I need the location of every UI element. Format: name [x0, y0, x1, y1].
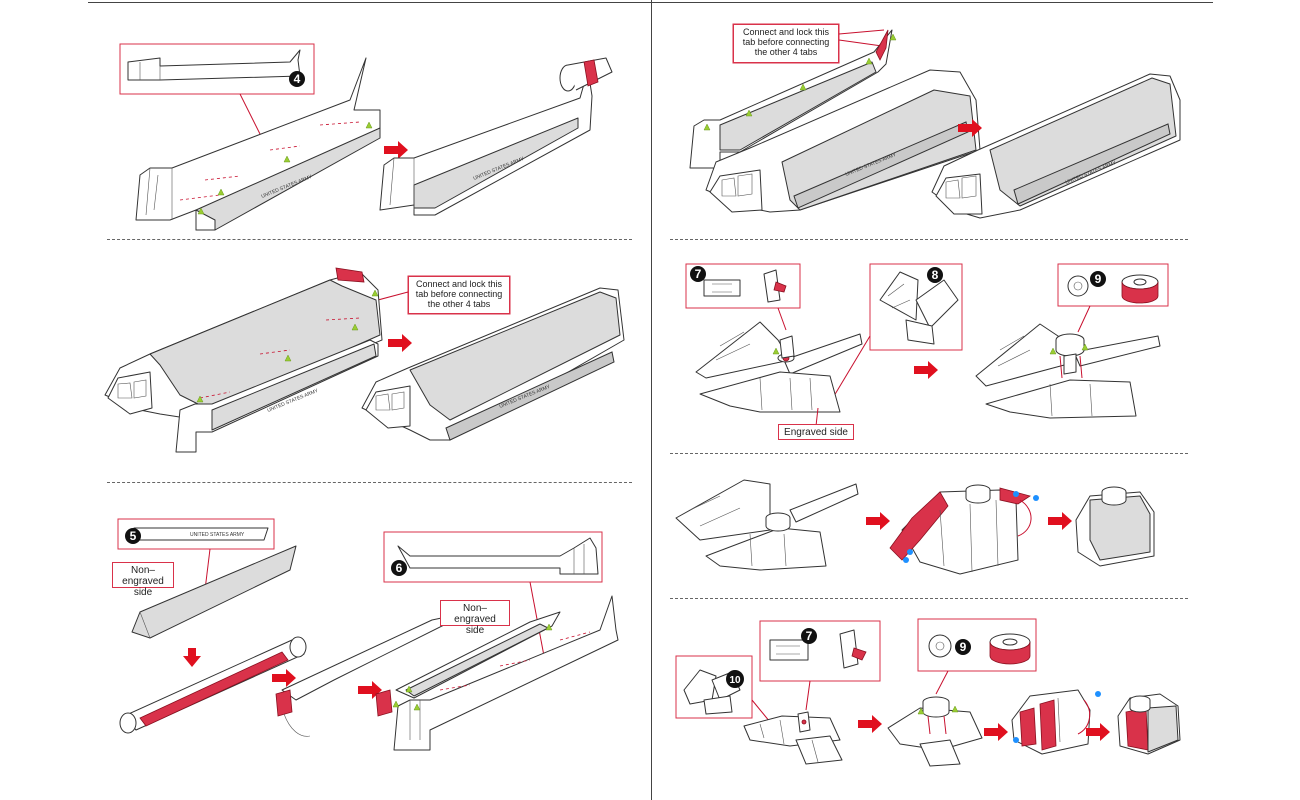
step-fold-rotor-flat: [675, 479, 859, 571]
badge-7-second: 7: [801, 628, 817, 644]
step-4c-fuselage-open: UNITED STATES ARMY: [689, 29, 981, 213]
badge-6: 6: [391, 560, 407, 576]
step-divider-right-1: [670, 239, 1188, 240]
step-10-box-folding: [1011, 689, 1101, 755]
callout-non-engraved-2: Non–engraved side: [440, 600, 510, 636]
badge-7-first: 7: [690, 266, 706, 282]
badge-4: 4: [289, 71, 305, 87]
svg-text:7: 7: [695, 267, 702, 281]
step-fold-rotor-bending: [889, 484, 1039, 575]
step-6-assembly: [375, 595, 619, 751]
callout-connect-lock-right: Connect and lock this tab before connect…: [733, 24, 839, 63]
svg-text:10: 10: [729, 675, 741, 686]
step-divider-right-2: [670, 453, 1188, 454]
step-10-base-with-hub: [887, 696, 983, 767]
badge-5: 5: [125, 528, 141, 544]
svg-text:6: 6: [396, 561, 403, 575]
badge-9-second: 9: [955, 639, 971, 655]
badge-8: 8: [927, 267, 943, 283]
badge-9-first: 9: [1090, 271, 1106, 287]
step-4-arrow: [384, 141, 408, 159]
callout-engraved-side: Engraved side: [778, 424, 854, 440]
step-divider-left-2: [107, 482, 632, 483]
step-5-curved-piece: [275, 611, 471, 737]
step-8-arrow: [914, 361, 938, 379]
svg-text:UNITED STATES ARMY: UNITED STATES ARMY: [190, 532, 245, 538]
step-4b-fuselage-closed: UNITED STATES ARMY: [361, 287, 625, 441]
step-4c-arrow: [958, 119, 982, 137]
step-10-callout: [675, 655, 771, 723]
step-7-rotor-assembly: [695, 321, 863, 413]
step-4-fuselage-closed: UNITED STATES ARMY: [379, 57, 613, 216]
step-6-callout: [383, 531, 603, 657]
callout-non-engraved-1: Non–engraved side: [112, 562, 174, 598]
svg-text:9: 9: [960, 640, 967, 654]
step-10-arrow-2: [984, 723, 1008, 741]
step-7b-callout: [759, 620, 881, 711]
step-4b-arrow: [388, 334, 412, 352]
step-10-box-complete: [1117, 693, 1181, 755]
step-fold-arrow-2: [1048, 512, 1072, 530]
step-8-callout: [833, 263, 963, 397]
svg-text:4: 4: [294, 72, 301, 86]
step-5-arrow-down: [183, 648, 201, 667]
step-fold-rotor-folded: [1075, 486, 1155, 567]
step-10-arrow-3: [1086, 723, 1110, 741]
step-10-base-flat: [743, 711, 843, 765]
step-10-arrow-1: [858, 715, 882, 733]
step-4-callout: [119, 43, 315, 139]
step-5-callout: UNITED STATES ARMY: [117, 518, 275, 591]
badge-10: 10: [726, 670, 744, 688]
engraved-side-callout: [815, 407, 819, 427]
step-divider-right-3: [670, 598, 1188, 599]
step-5-wall-piece: [131, 545, 297, 639]
step-5-roll-on-tube: [119, 636, 307, 734]
svg-text:9: 9: [1095, 272, 1102, 286]
step-4b-fuselage-open: UNITED STATES ARMY: [104, 267, 383, 453]
step-5-arrow-right: [272, 669, 296, 687]
step-divider-left-1: [107, 239, 632, 240]
step-9b-callout: [917, 618, 1037, 695]
callout-connect-lock-left: Connect and lock this tab before connect…: [408, 276, 510, 314]
step-9-callout: [1057, 263, 1169, 333]
top-rule: [88, 2, 1213, 3]
svg-text:7: 7: [806, 629, 813, 643]
svg-text:8: 8: [932, 268, 939, 282]
svg-text:5: 5: [130, 529, 137, 543]
page-spine: [651, 0, 652, 800]
step-9-rotor-assembly: [975, 323, 1161, 419]
step-fold-arrow-1: [866, 512, 890, 530]
